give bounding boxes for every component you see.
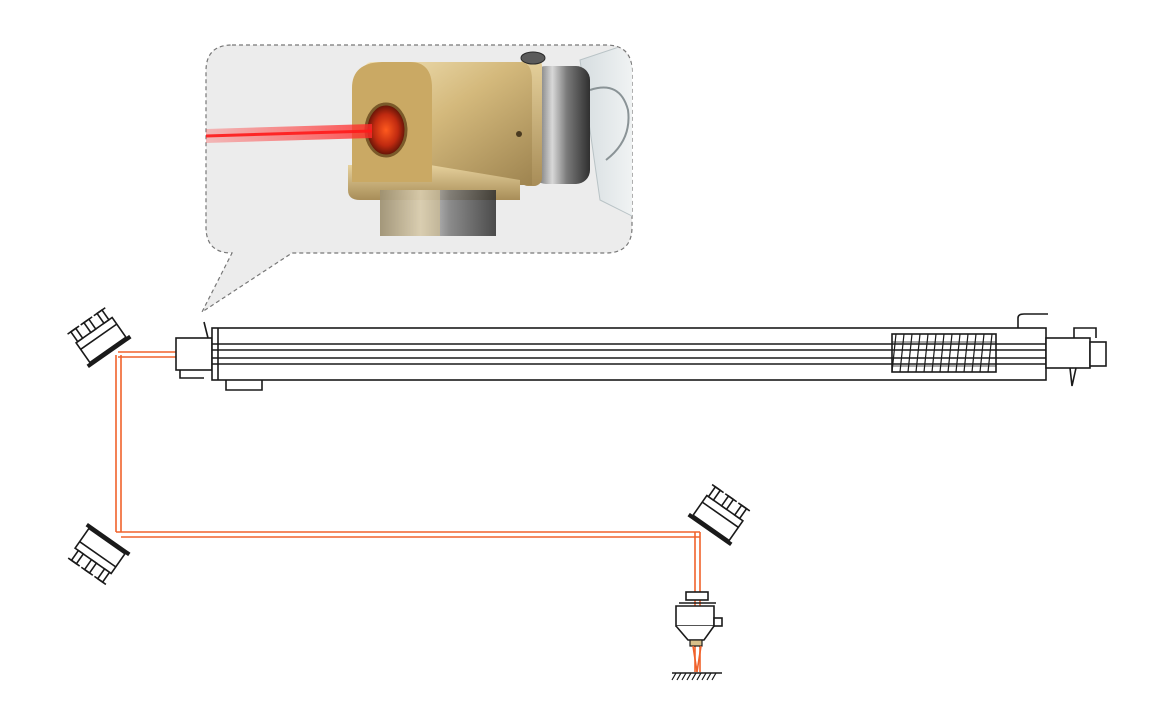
nozzle-tip: [689, 639, 703, 647]
water-inlet-icon: [225, 380, 263, 391]
tube-left-cap: [175, 337, 213, 371]
metal-collar: [532, 66, 590, 184]
side-screw-icon: [516, 131, 522, 137]
top-screw-icon: [520, 51, 546, 65]
laser-head: [671, 591, 723, 681]
laser-tube: [175, 313, 1107, 391]
tube-right-cap: [1045, 337, 1091, 369]
head-cone: [675, 625, 715, 641]
cooling-coil: [891, 333, 997, 373]
head-cap: [685, 591, 709, 601]
head-body: [675, 605, 715, 627]
beam-path: [115, 351, 701, 672]
red-pointer-photo: [206, 45, 632, 236]
water-outlet-icon: [1017, 313, 1048, 328]
spring-coil: [589, 86, 630, 161]
